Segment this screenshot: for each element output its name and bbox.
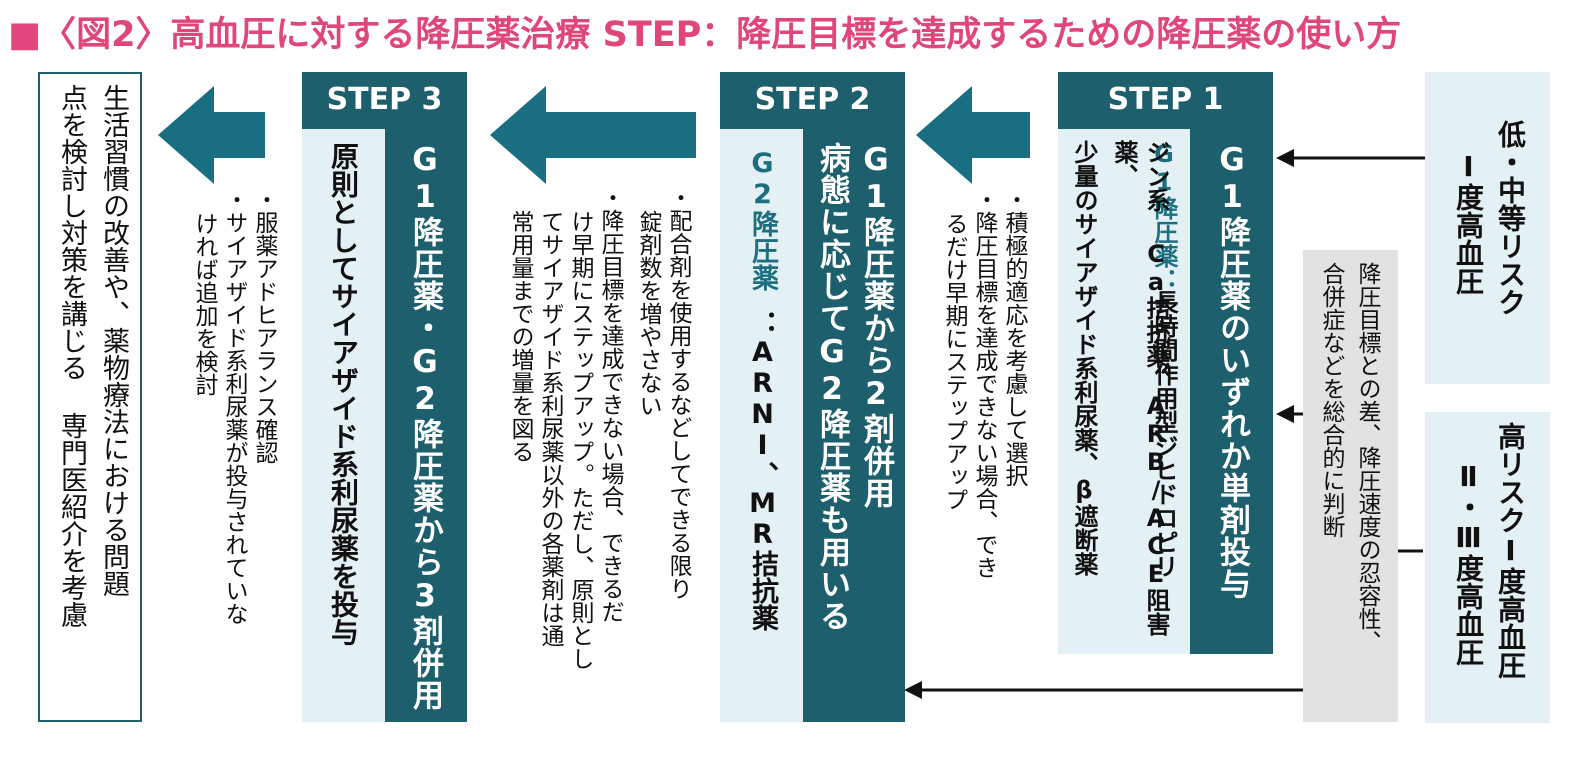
step3-note2a: ・サイアザイド系利尿薬が投与されていな [221,188,247,625]
step2-note2b: け早期にステップアップ。ただし、原則とし [567,210,593,670]
step3-main: G1降圧薬・G2降圧薬から3剤併用 [407,142,443,711]
risk-low-line1: 低・中等リスク [1494,120,1527,316]
connector-arrows [920,156,1425,692]
step3-header [302,72,467,129]
step1-detail-line1: 長時間作用型ジヒドロピリ [1150,290,1178,578]
step2-detail-head: G2降圧薬 [747,148,778,291]
risk-box-low [1425,72,1550,384]
step3-main-band [385,129,467,722]
step2-note2d: 常用量までの増量を図る [507,210,533,463]
step2-note2c: てサイアザイド系利尿薬以外の各薬剤は通 [537,210,563,647]
final-line2: 点を検討し対策を講じる 専門医紹介を考慮 [56,84,87,628]
final-line1: 生活習慣の改善や、薬物療法における問題 [98,84,129,597]
step2-header [720,72,905,129]
step-arrow-icon [158,86,265,184]
step1-detail-line3: 少量のサイアザイド系利尿薬、β遮断薬 [1070,140,1098,576]
step2-label: STEP 2 [754,82,871,117]
step-arrow-icon [916,86,1030,184]
step1-note2a: ・降圧目標を達成できない場合、でき [971,188,997,579]
step1-header [1058,72,1273,129]
risk-low-line2: Ⅰ度高血圧 [1452,150,1485,295]
step1-note2b: るだけ早期にステップアップ [941,212,967,511]
arrowhead-icon [1276,149,1294,167]
step1-main-band [1190,129,1273,654]
step2-note1a: ・配合剤を使用するなどしてできる限り [665,186,691,600]
step3-note2b: ければ追加を検討 [191,212,217,396]
step2-main-line1: G1降圧薬から2剤併用 [858,142,894,509]
arrowhead-icon [904,681,922,699]
final-box [38,72,142,722]
step2-main-line2: 病態に応じてG2降圧薬も用いる [814,142,850,632]
step1-detail-line2: ジン系 Ca拮抗薬、ARB/ACE阻害薬、 [1110,140,1170,636]
step2-note1b: 錠剤数を増やさない [635,210,661,417]
judgement-line2: 合併症などを総合的に判断 [1318,262,1344,538]
judgement-line1: 降圧目標との差、降圧速度の忍容性、 [1354,262,1380,653]
step1-main: G1降圧薬のいずれか単剤投与 [1214,142,1250,600]
step1-label: STEP 1 [1107,82,1224,117]
figure-title: ■〈図2〉高血圧に対する降圧薬治療 STEP：降圧目標を達成するための降圧薬の使… [8,15,1402,55]
risk-box-high [1425,412,1550,723]
step3-label: STEP 3 [326,82,443,117]
step-arrow-icon [490,86,696,184]
step2-detail-body: ：ARNI、MR拮抗薬 [747,310,778,631]
step1-note1: ・積極的適応を考慮して選択 [1001,188,1027,487]
risk-high-line1: 高リスクⅠ度高血圧 [1494,422,1527,679]
arrowhead-icon [1276,405,1294,423]
step3-note1: ・服薬アドヒアランス確認 [251,188,277,464]
step1-detail-head: G1降圧薬： [1150,140,1178,292]
step2-note2a: ・降圧目標を達成できない場合、できるだ [597,186,623,623]
risk-high-line2: Ⅱ・Ⅲ度高血圧 [1452,460,1485,666]
step3-sub: 原則としてサイアザイド系利尿薬を投与 [327,142,360,646]
step2-main-band [803,129,905,722]
judgement-box [1303,250,1398,722]
